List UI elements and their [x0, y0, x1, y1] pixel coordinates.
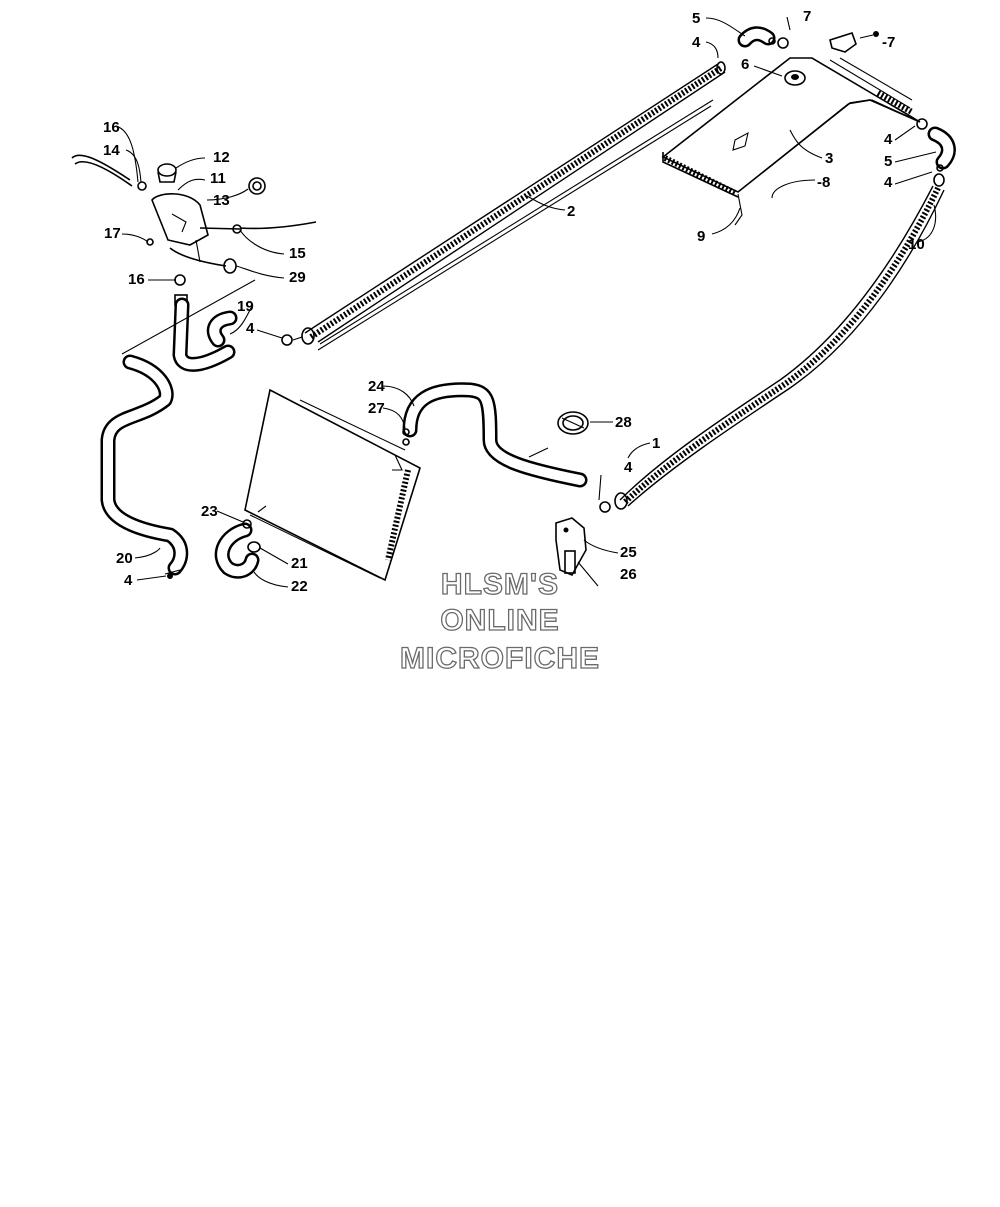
hose-20 — [100, 279, 256, 579]
heat-exchanger-panel — [661, 57, 921, 226]
callout-c13: 13 — [213, 192, 230, 209]
callout-c4b: 4 — [884, 131, 893, 148]
bracket-7 — [829, 31, 879, 53]
callout-c20: 20 — [116, 550, 133, 567]
watermark-line-1: HLSM'S — [441, 568, 559, 601]
callout-c26: 26 — [620, 566, 637, 583]
clamp-28 — [557, 411, 589, 435]
callout-c29: 29 — [289, 269, 306, 286]
callout-c5a: 5 — [692, 10, 700, 27]
hose-19 — [172, 297, 303, 372]
callout-c16a: 16 — [103, 119, 120, 136]
callout-c14: 14 — [103, 142, 120, 159]
coolant-hose-2 — [301, 61, 726, 351]
callout-c24: 24 — [368, 378, 385, 395]
callout-c28: 28 — [615, 414, 632, 431]
filler-cap-6 — [784, 70, 806, 86]
callout-c8: -8 — [817, 174, 830, 191]
callout-c16b: 16 — [128, 271, 145, 288]
coolant-hose-10 — [614, 173, 945, 510]
watermark-line-3: MICROFICHE — [400, 642, 600, 675]
callout-c7b: -7 — [882, 34, 895, 51]
callout-c12: 12 — [213, 149, 230, 166]
callout-c10: 10 — [908, 236, 925, 253]
callout-c25: 25 — [620, 544, 637, 561]
callout-c19: 19 — [237, 298, 254, 315]
callout-c4a: 4 — [692, 34, 701, 51]
callout-c4c: 4 — [884, 174, 893, 191]
radiator-frame — [244, 388, 421, 582]
clamp-4-lower-right — [598, 474, 611, 513]
callout-c15: 15 — [289, 245, 306, 262]
elbow-hose-5-right — [916, 118, 956, 172]
callout-c6: 6 — [741, 56, 749, 73]
callout-c27: 27 — [368, 400, 385, 417]
watermark: HLSM'S ONLINE MICROFICHE — [399, 567, 600, 675]
callout-c7a: 7 — [803, 8, 811, 25]
hose-24 — [402, 382, 588, 488]
callout-c4d: 4 — [246, 320, 255, 337]
elbow-hose-5-top — [737, 26, 789, 49]
bracket-25 — [555, 517, 599, 587]
coolant-tank-assembly — [71, 154, 317, 306]
callout-c1: 1 — [652, 435, 660, 452]
hose-22 — [214, 505, 267, 579]
callout-c3: 3 — [825, 150, 833, 167]
callout-c22: 22 — [291, 578, 308, 595]
leader-lines — [115, 16, 937, 588]
callout-c5b: 5 — [884, 153, 892, 170]
callout-c21: 21 — [291, 555, 308, 572]
watermark-line-2: ONLINE — [440, 604, 559, 637]
callout-c17: 17 — [104, 225, 121, 242]
callout-c4e: 4 — [624, 459, 633, 476]
callout-c9: 9 — [697, 228, 705, 245]
callout-c4f: 4 — [124, 572, 133, 589]
callout-c23: 23 — [201, 503, 218, 520]
callout-c2: 2 — [567, 203, 575, 220]
callout-c11: 11 — [210, 170, 226, 187]
